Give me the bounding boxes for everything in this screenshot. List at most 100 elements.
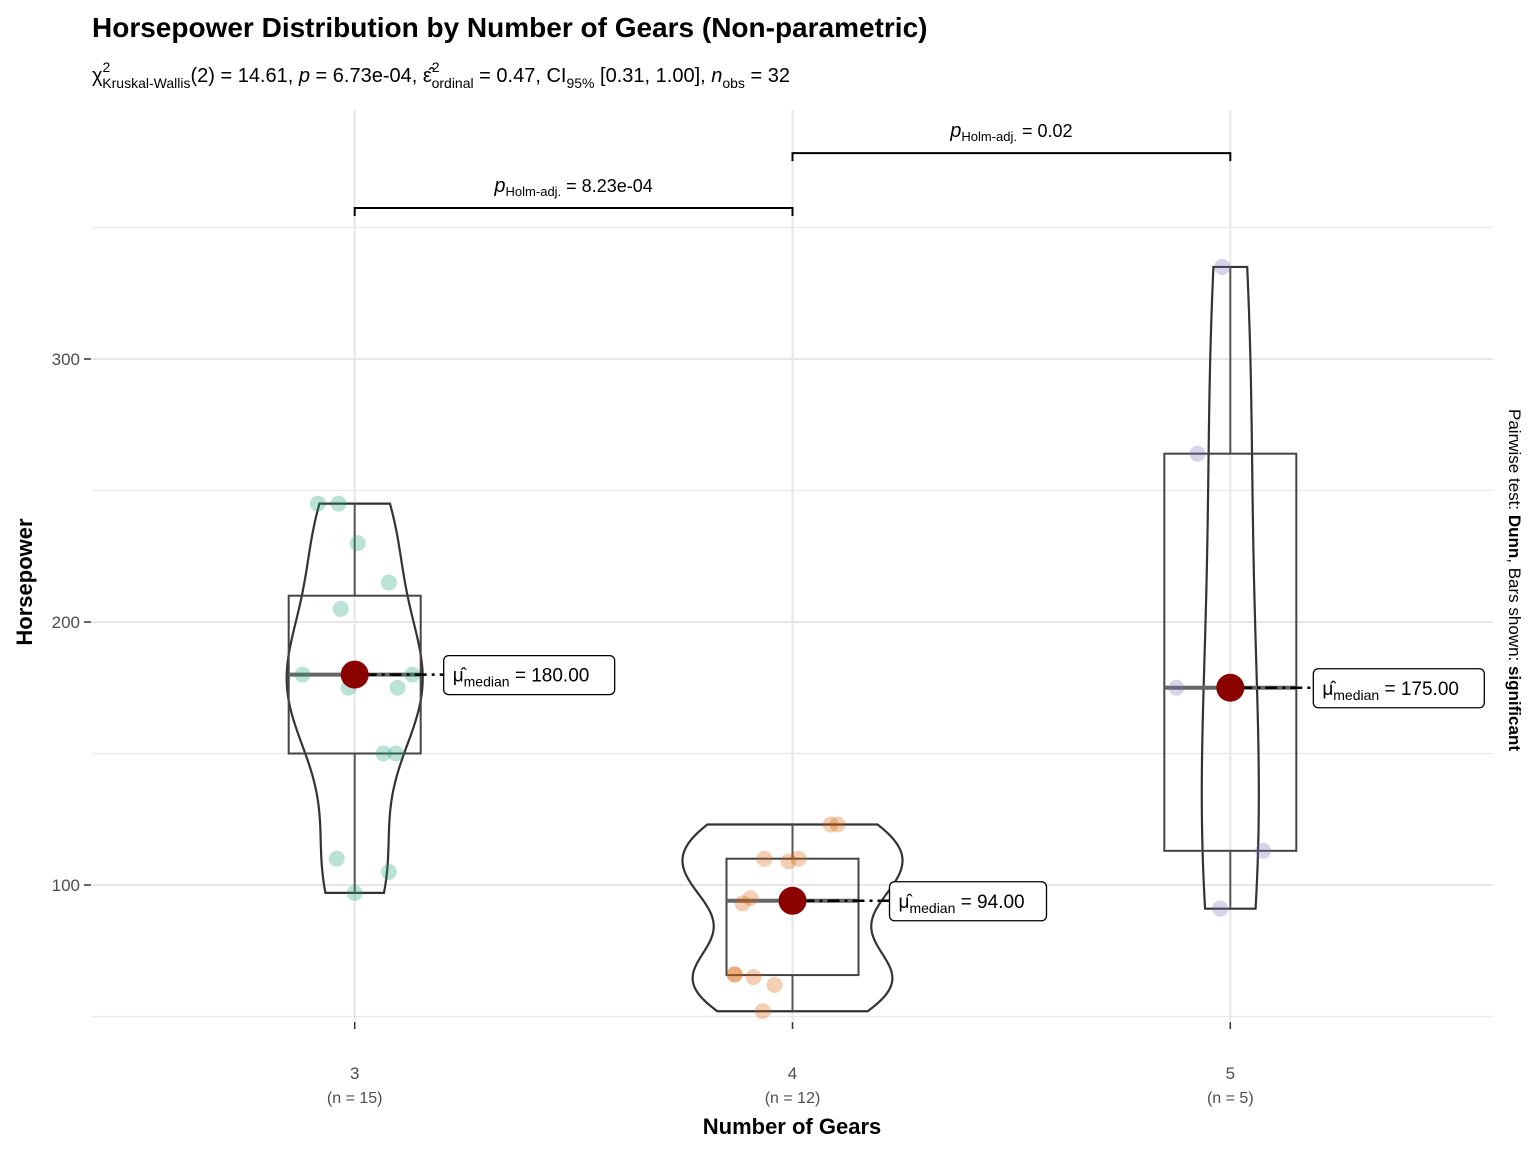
- x-tick-sample-size: (n = 12): [765, 1090, 821, 1107]
- data-point: [756, 850, 773, 867]
- data-point: [822, 816, 839, 833]
- median-label-sub: median: [464, 674, 510, 690]
- data-point: [380, 574, 397, 591]
- y-tick-label: 300: [52, 350, 80, 369]
- subtitle-segment: = 0.47, CI: [474, 65, 567, 87]
- data-point: [387, 745, 404, 762]
- subtitle-segment: χ: [92, 65, 103, 87]
- caption-segment: Dunn: [1505, 515, 1524, 558]
- median-label-box: [443, 654, 616, 696]
- chart-title: Horsepower Distribution by Number of Gea…: [92, 12, 927, 43]
- right-caption: Pairwise test: Dunn, Bars shown: signifi…: [1505, 409, 1524, 751]
- data-point: [754, 1003, 771, 1020]
- data-point: [1189, 445, 1206, 462]
- subtitle-segment: (2) = 14.61,: [190, 65, 298, 87]
- group-4: μ̂median = 94.00: [681, 816, 1048, 1020]
- subtitle-segment: = 6.73e-04,: [310, 65, 423, 87]
- y-tick-label: 200: [52, 613, 80, 632]
- bracket-p-value: = 0.02: [1017, 121, 1073, 141]
- subtitle-segment: [0.31, 1.00],: [594, 65, 711, 87]
- subtitle-segment: n: [711, 65, 722, 87]
- group-5: μ̂median = 175.00: [1163, 258, 1485, 917]
- data-point: [1214, 258, 1231, 275]
- violin: [1200, 265, 1260, 910]
- data-point: [1255, 842, 1272, 859]
- data-point: [1212, 900, 1229, 917]
- data-point: [375, 745, 392, 762]
- data-point: [742, 890, 759, 907]
- data-point: [349, 535, 366, 552]
- data-point: [380, 863, 397, 880]
- subtitle-segment: ordinal: [432, 75, 474, 91]
- data-point: [766, 976, 783, 993]
- x-tick-sample-size: (n = 5): [1207, 1090, 1254, 1107]
- data-point: [332, 600, 349, 617]
- median-label: μ̂median = 175.00: [1322, 679, 1459, 703]
- data-point: [829, 816, 846, 833]
- median-point: [1216, 673, 1245, 702]
- data-point: [726, 966, 743, 983]
- bracket-line: [353, 207, 794, 217]
- median-label-sub: median: [909, 900, 955, 916]
- subtitle-segment: 2: [432, 59, 440, 75]
- bracket-p-symbol: p: [493, 175, 505, 197]
- data-point: [309, 495, 326, 512]
- data-point: [734, 895, 751, 912]
- x-axis-title: Number of Gears: [703, 1114, 882, 1139]
- median-label-value: = 175.00: [1379, 679, 1459, 700]
- median-label-sub: median: [1333, 687, 1379, 703]
- bracket-p-symbol: p: [949, 120, 961, 142]
- data-point: [745, 969, 762, 986]
- median-point: [340, 660, 369, 689]
- subtitle-segment: p: [298, 65, 310, 87]
- bracket-p-sub: Holm-adj.: [961, 129, 1017, 144]
- groups: μ̂median = 180.00 μ̂median = 94.00 μ̂media…: [285, 258, 1485, 1020]
- box: [1163, 452, 1298, 852]
- comparison-bracket: pHolm-adj. = 8.23e-04: [353, 175, 794, 217]
- median-label-box: [888, 881, 1048, 922]
- violin: [285, 502, 424, 894]
- median-point: [778, 886, 807, 915]
- data-point: [328, 850, 345, 867]
- y-axis-title: Horsepower: [12, 518, 37, 646]
- data-point: [330, 495, 347, 512]
- y-axis: 100 200 300: [52, 350, 91, 895]
- x-tick-sample-size: (n = 15): [327, 1090, 383, 1107]
- x-tick-label: 4: [788, 1064, 797, 1083]
- caption-segment: Pairwise test:: [1505, 409, 1524, 515]
- median-label-value: = 180.00: [510, 666, 590, 687]
- subtitle-segment: = 32: [745, 65, 790, 87]
- caption-segment: significant: [1505, 666, 1524, 751]
- bracket-label: pHolm-adj. = 8.23e-04: [493, 175, 652, 199]
- caption-segment: , Bars shown:: [1505, 558, 1524, 666]
- data-point: [780, 853, 797, 870]
- median-label: μ̂median = 94.00: [899, 892, 1025, 916]
- subtitle-segment: 2: [103, 59, 111, 75]
- subtitle-segment: obs: [722, 75, 745, 91]
- median-label-value: = 94.00: [955, 892, 1024, 913]
- subtitle-segment: Kruskal-Wallis: [102, 75, 190, 91]
- data-point: [294, 666, 311, 683]
- data-point: [404, 666, 421, 683]
- data-point: [790, 850, 807, 867]
- box: [725, 857, 860, 977]
- data-point: [726, 966, 743, 983]
- data-point: [389, 679, 406, 696]
- data-point: [346, 884, 363, 901]
- subtitle-segment: 95%: [566, 75, 594, 91]
- group-3: μ̂median = 180.00: [285, 495, 616, 901]
- x-tick-label: 5: [1226, 1064, 1235, 1083]
- violin: [681, 823, 904, 1013]
- x-axis: 3(n = 15)4(n = 12)5(n = 5): [327, 1022, 1254, 1107]
- median-label: μ̂median = 180.00: [453, 666, 590, 690]
- median-label-box: [1312, 668, 1485, 709]
- data-point: [1168, 679, 1185, 696]
- bracket-line: [791, 152, 1232, 162]
- bracket-label: pHolm-adj. = 0.02: [949, 120, 1072, 144]
- y-tick-label: 100: [52, 876, 80, 895]
- grid: [92, 110, 1493, 1020]
- bracket-p-value: = 8.23e-04: [561, 176, 653, 196]
